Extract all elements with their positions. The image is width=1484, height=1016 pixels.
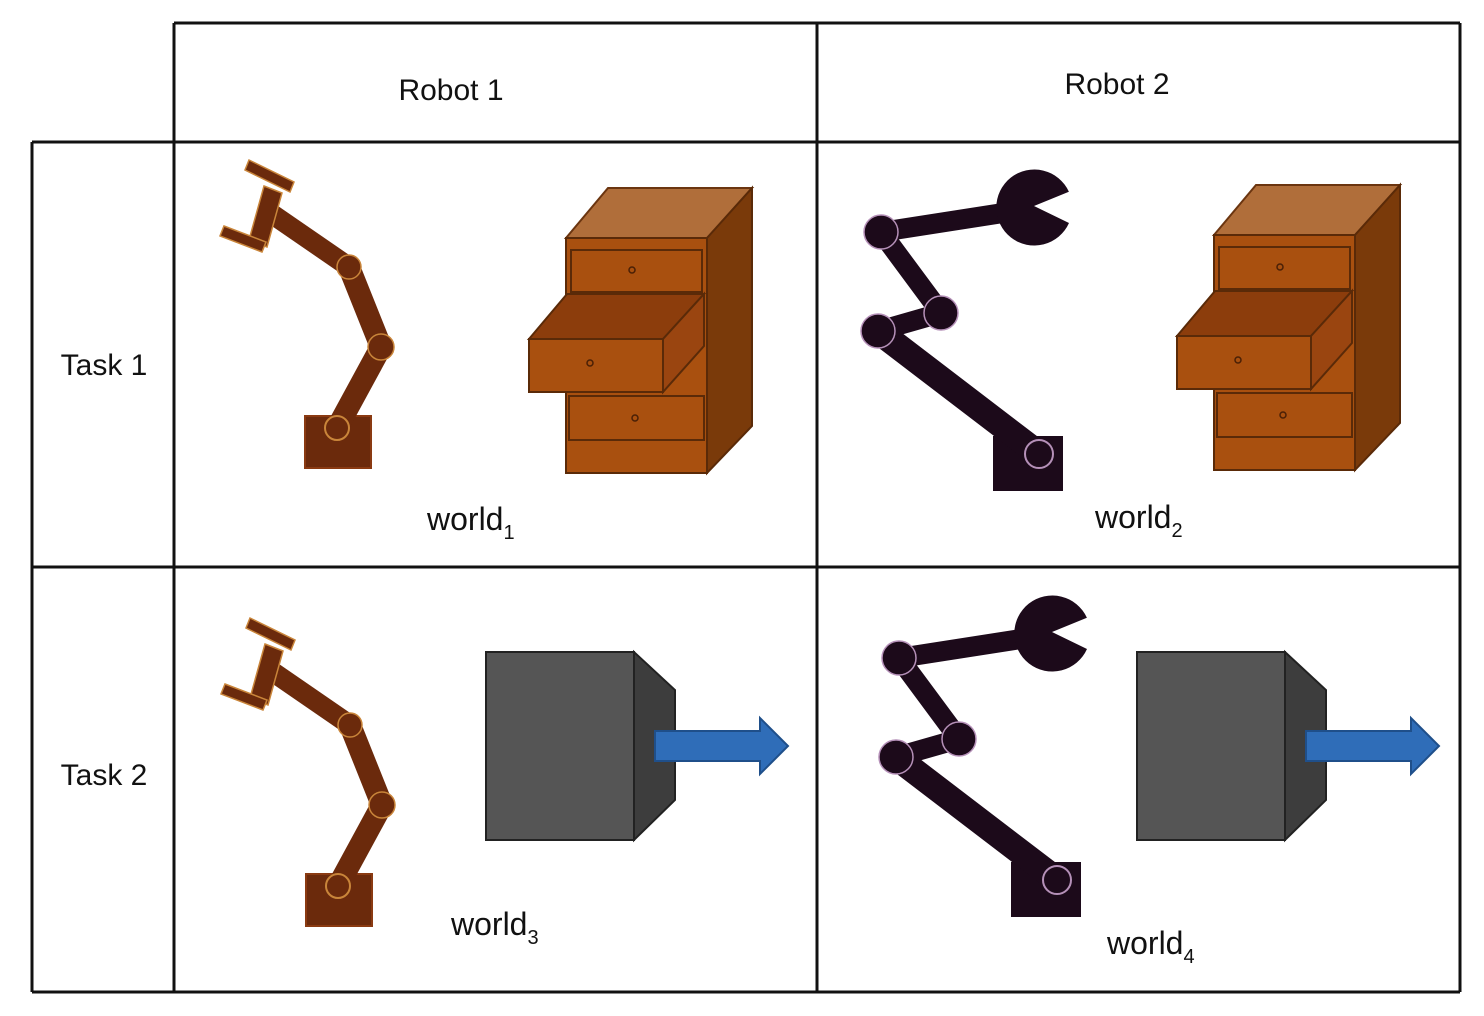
row-header-task-2: Task 2 [61, 759, 148, 792]
world-label-2: world2 [1094, 499, 1183, 542]
push-box-illustration [485, 651, 789, 841]
cell-task-1-robot-1: world1 [220, 160, 753, 544]
world-label-4: world4 [1106, 925, 1195, 968]
robot-2-arm-illustration [879, 596, 1087, 917]
world-label-1: world1 [426, 501, 515, 544]
push-box-illustration [1136, 651, 1440, 841]
cell-task-2-robot-2: world4 [879, 596, 1440, 968]
robot-2-arm-illustration [861, 170, 1069, 491]
cell-task-1-robot-2: world2 [861, 170, 1401, 542]
cell-task-2-robot-1: world3 [221, 618, 789, 949]
column-header-robot-1: Robot 1 [398, 74, 503, 107]
row-header-task-1: Task 1 [61, 349, 148, 382]
drawer-cabinet-illustration [528, 187, 753, 474]
column-header-robot-2: Robot 2 [1064, 68, 1169, 101]
table-grid [30, 21, 1462, 994]
robot-1-arm-illustration [221, 618, 395, 926]
drawer-cabinet-illustration [1176, 184, 1401, 471]
robot-1-arm-illustration [220, 160, 394, 468]
world-label-3: world3 [450, 906, 539, 949]
